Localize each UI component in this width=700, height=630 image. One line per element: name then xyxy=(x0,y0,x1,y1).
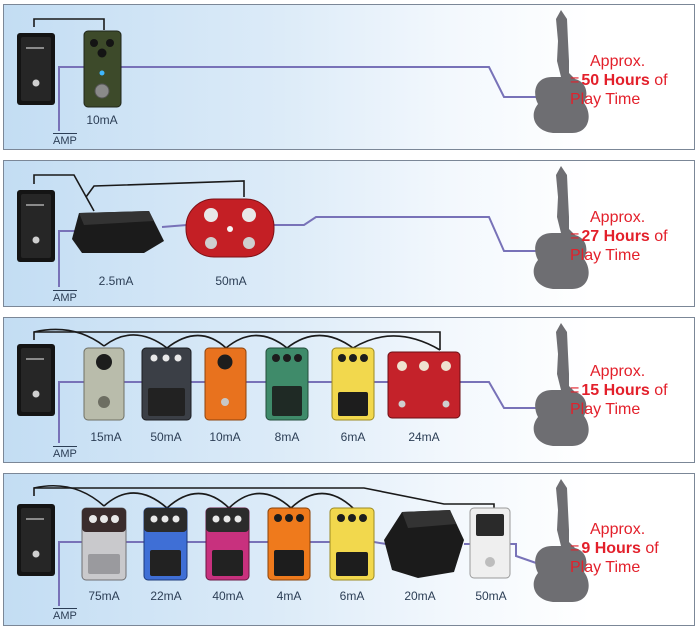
amp-label: AMP xyxy=(53,608,77,622)
pedal-current-label: 50mA xyxy=(150,430,182,444)
result-of: of xyxy=(645,540,659,557)
pedal-chain-1 xyxy=(17,10,589,133)
diagram-panel-4: 75mA 22mA 40mA 4mA 6mA 20mA 50mA AMP App… xyxy=(3,473,695,626)
result-play-time: Play Time xyxy=(570,401,641,418)
guitar-cable xyxy=(510,543,540,565)
effect-pedal xyxy=(185,198,275,258)
pedal-current-label: 50mA xyxy=(215,274,247,288)
pedal-current-label: 8mA xyxy=(274,430,300,444)
result-play-time: Play Time xyxy=(570,247,641,264)
result-equals: = xyxy=(570,540,580,557)
pedal-current-label: 10mA xyxy=(209,430,241,444)
pedal-current-label: 40mA xyxy=(212,589,244,603)
power-cable xyxy=(85,180,245,198)
diagram-panel-2: 2.5mA 50mA AMP Approx. =27 Hours of Play… xyxy=(3,160,695,307)
guitar-silhouette xyxy=(533,166,589,289)
result-hours: 15 Hours xyxy=(581,382,650,399)
patch-cable xyxy=(126,541,470,545)
pedal-current-label: 6mA xyxy=(339,589,365,603)
guitar-cable xyxy=(460,381,539,409)
power-supply xyxy=(17,190,55,262)
effect-pedal xyxy=(331,347,375,421)
power-cable xyxy=(33,18,105,30)
diagram-panel-3: 15mA 50mA 10mA 8mA 6mA 24mA AMP Approx. … xyxy=(3,317,695,463)
effect-pedal xyxy=(387,351,461,419)
result-of: of xyxy=(654,228,668,245)
play-time-result: Approx. =50 Hours of Play Time xyxy=(570,52,668,109)
result-equals: = xyxy=(570,382,580,399)
result-approx: Approx. xyxy=(590,53,646,70)
power-cable xyxy=(33,487,495,514)
diagram-panel-1: 10mA AMP Approx. =50 Hours of Play Time xyxy=(3,4,695,150)
power-supply xyxy=(17,33,55,105)
pedal-current-label: 2.5mA xyxy=(98,274,134,288)
guitar-silhouette xyxy=(533,10,589,133)
pedal-chain-2 xyxy=(17,166,589,289)
power-supply xyxy=(17,344,55,416)
wah-pedal xyxy=(384,510,464,578)
effect-pedal xyxy=(143,507,188,581)
result-equals: = xyxy=(570,228,580,245)
result-approx: Approx. xyxy=(590,521,646,538)
result-of: of xyxy=(654,382,668,399)
result-approx: Approx. xyxy=(590,209,646,226)
effect-pedal xyxy=(205,507,250,581)
wah-pedal xyxy=(72,211,164,253)
daisy-chain xyxy=(33,484,354,509)
play-time-result: Approx. =15 Hours of Play Time xyxy=(570,362,668,419)
result-hours: 50 Hours xyxy=(581,72,650,89)
play-time-result: Approx. =9 Hours of Play Time xyxy=(570,520,659,577)
effect-pedal xyxy=(83,30,122,108)
pedal-current-label: 24mA xyxy=(408,430,440,444)
result-hours: 27 Hours xyxy=(581,228,650,245)
amp-cable xyxy=(58,66,84,131)
pedal-current-label: 22mA xyxy=(150,589,182,603)
result-equals: = xyxy=(570,72,580,89)
effect-pedal xyxy=(81,507,127,581)
guitar-silhouette xyxy=(533,479,589,602)
pedal-current-label: 4mA xyxy=(276,589,302,603)
amp-cable xyxy=(58,230,79,287)
daisy-chain xyxy=(33,328,441,351)
effect-pedal xyxy=(267,507,311,581)
amp-cable xyxy=(58,541,82,606)
pedal-current-label: 50mA xyxy=(475,589,507,603)
guitar-silhouette xyxy=(533,323,589,446)
effect-pedal xyxy=(265,347,309,421)
effect-pedal xyxy=(329,507,375,581)
result-of: of xyxy=(654,72,668,89)
pedal-current-label: 15mA xyxy=(90,430,122,444)
effect-pedal xyxy=(204,347,247,421)
result-approx: Approx. xyxy=(590,363,646,380)
play-time-result: Approx. =27 Hours of Play Time xyxy=(570,208,668,265)
pedal-current-label: 20mA xyxy=(404,589,436,603)
effect-pedal xyxy=(83,347,125,421)
effect-pedal xyxy=(141,347,192,421)
guitar-cable xyxy=(274,216,539,252)
amp-label: AMP xyxy=(53,133,77,147)
amp-cable xyxy=(58,381,84,443)
result-play-time: Play Time xyxy=(570,559,641,576)
pedal-chain-3 xyxy=(17,323,589,446)
power-supply xyxy=(17,504,55,576)
pedal-chain-4 xyxy=(17,479,589,606)
power-cable xyxy=(33,174,95,212)
patch-cable xyxy=(161,224,188,228)
power-cable xyxy=(33,331,441,350)
amp-label: AMP xyxy=(53,290,77,304)
pedal-current-label: 10mA xyxy=(86,113,118,127)
result-play-time: Play Time xyxy=(570,91,641,108)
guitar-cable xyxy=(121,66,539,98)
tuner-pedal xyxy=(469,507,511,579)
amp-label: AMP xyxy=(53,446,77,460)
result-hours: 9 Hours xyxy=(581,540,641,557)
pedal-current-label: 75mA xyxy=(88,589,120,603)
pedal-current-label: 6mA xyxy=(340,430,366,444)
